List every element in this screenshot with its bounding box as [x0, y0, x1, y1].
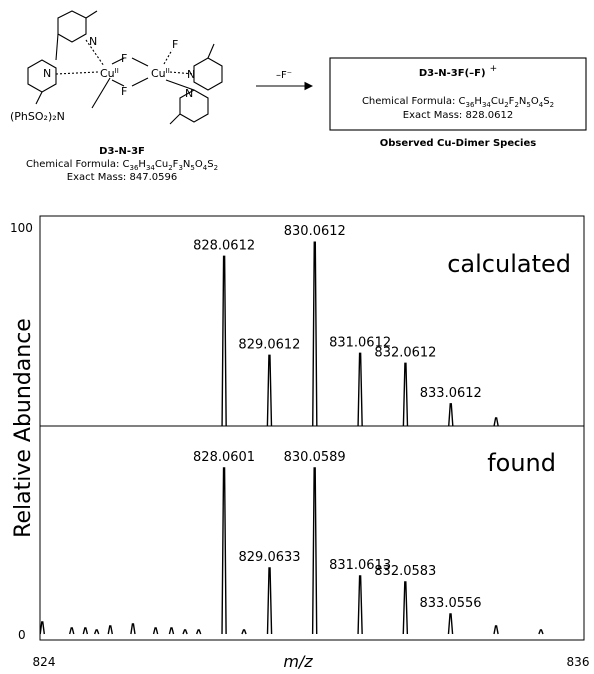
reactant-formula: Chemical Formula: C36​H34​Cu2​F3​N5​O4​S…: [26, 159, 218, 172]
peak-found-3: [357, 575, 363, 635]
f-label-2: F: [121, 85, 127, 98]
peak-calculated-2: [312, 241, 318, 427]
cu-label-1: CuII: [100, 67, 119, 80]
peak-label-found-3: 831.0613: [329, 558, 391, 573]
peak-label-calculated-5: 833.0612: [420, 386, 482, 401]
product-name: D3-N-3F(–F)+: [419, 64, 497, 79]
n-label-3: N: [187, 68, 195, 81]
y-tick-0: 0: [18, 628, 26, 642]
n-label-1: N: [89, 35, 97, 48]
peak-label-calculated-3: 831.0612: [329, 335, 391, 350]
product-caption: D3-N-3F(–F)+ Chemical Formula: C36​H34​C…: [362, 64, 554, 149]
peak-label-calculated-0: 828.0612: [193, 238, 255, 253]
peak-found-14: [152, 627, 159, 635]
n-label-4: N: [185, 87, 193, 100]
x-tick-824: 824: [33, 655, 56, 669]
y-tick-100: 100: [10, 221, 33, 235]
peak-found-1: [266, 567, 273, 635]
reactant-mass: Exact Mass: 847.0596: [67, 172, 177, 183]
reactant-caption: D3-N-3F Chemical Formula: C36​H34​Cu2​F3…: [26, 146, 218, 183]
peak-found-10: [82, 627, 89, 635]
peak-found-5: [447, 613, 454, 635]
reaction-scheme: [27, 10, 587, 131]
peak-label-calculated-2: 830.0612: [284, 224, 346, 239]
peak-found-8: [39, 621, 46, 635]
x-tick-836: 836: [567, 655, 590, 669]
peak-label-found-2: 830.0589: [284, 450, 346, 465]
peak-calculated-1: [266, 354, 273, 427]
peak-label-calculated-1: 829.0612: [238, 337, 300, 352]
peak-calculated-4: [402, 362, 409, 427]
peak-found-13: [130, 623, 136, 635]
peak-found-7: [538, 629, 544, 635]
peak-label-found-0: 828.0601: [193, 450, 255, 465]
x-axis-label: m/z: [283, 652, 313, 671]
peak-found-11: [93, 629, 100, 635]
peak-label-found-5: 833.0556: [420, 596, 482, 611]
peak-calculated-3: [357, 352, 363, 427]
arrow-label: –F⁻: [276, 70, 292, 81]
pyridine-ring-3: [193, 57, 223, 91]
n-label-2: N: [43, 67, 51, 80]
peak-found-17: [195, 629, 202, 635]
f-label-3: F: [172, 38, 178, 51]
mass-spectrum-chart: 828.0612 829.0612 830.0612 831.0612832.0612…: [10, 215, 590, 671]
peak-found-2: [311, 467, 318, 635]
product-caption-label: Observed Cu-Dimer Species: [380, 138, 536, 149]
product-formula: Chemical Formula: C36​H34​Cu2​F2​N5​O4​S…: [362, 96, 554, 109]
panel-label-calculated: calculated: [447, 250, 571, 278]
pyridine-ring-1: [57, 10, 87, 43]
peak-found-15: [168, 627, 175, 635]
peak-found-0: [221, 467, 227, 635]
peak-label-calculated-4: 832.0612: [374, 345, 436, 360]
peak-label-found-1: 829.0633: [239, 550, 301, 565]
plot-frame: [39, 215, 585, 641]
peak-calculated-5: [448, 403, 454, 427]
cu-label-2: CuII: [151, 67, 170, 80]
product-mass: Exact Mass: 828.0612: [403, 110, 513, 121]
peak-found-9: [69, 627, 75, 635]
peak-found-18: [241, 629, 247, 635]
peak-found-16: [182, 629, 188, 635]
atom-labels: N N N N CuII CuII F F F (PhSO₂)₂N: [10, 35, 195, 123]
f-label-1: F: [121, 52, 127, 65]
y-axis-label: Relative Abundance: [11, 318, 36, 538]
peak-label-found-4: 832.0583: [374, 564, 436, 579]
sulfonyl-label: (PhSO₂)₂N: [10, 110, 65, 123]
reactant-name: D3-N-3F: [99, 146, 145, 157]
pyridine-ring-2: [27, 59, 57, 93]
peak-calculated-0: [221, 255, 227, 427]
peak-found-6: [493, 625, 499, 635]
product-box: [329, 57, 587, 131]
peak-calculated-6: [493, 417, 499, 427]
panel-label-found: found: [487, 449, 556, 477]
peak-found-4: [402, 581, 409, 635]
peak-found-12: [107, 625, 113, 635]
